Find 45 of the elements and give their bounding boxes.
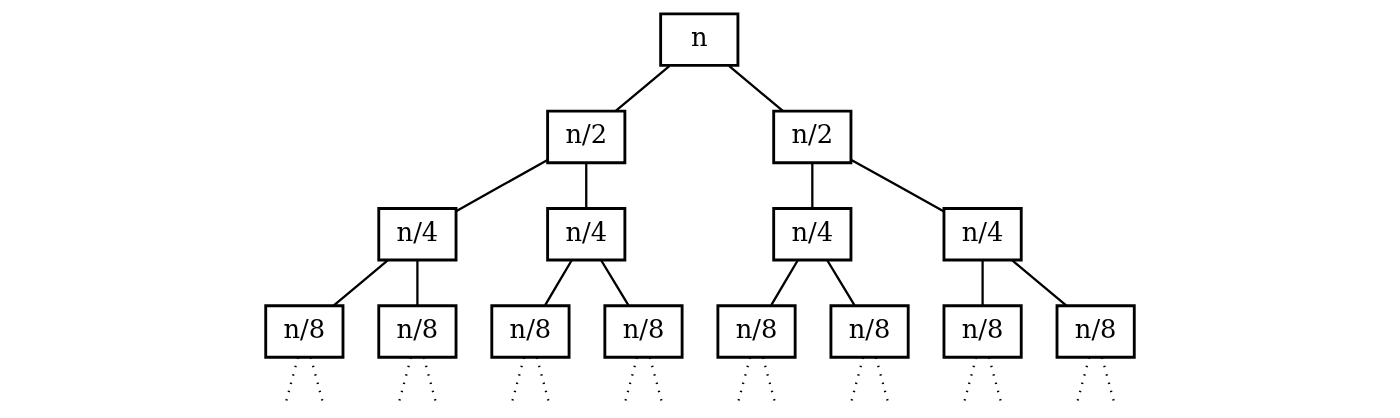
connector [309,357,325,404]
connector [761,357,777,404]
connector [1101,357,1116,404]
connector [849,357,865,404]
node-box: n/4 [546,207,627,262]
connector [826,259,856,306]
connector [988,357,1003,404]
node-box: n/8 [1055,304,1136,359]
node-box: n/8 [603,304,684,359]
connector [397,357,412,404]
connector [455,159,549,212]
connector [623,357,639,404]
connector [1075,357,1091,404]
connector [544,259,573,306]
connector [811,163,814,208]
node-box: n [659,12,740,67]
node-box: n/8 [490,304,571,359]
connector [333,259,389,307]
connector [416,260,419,306]
node-box: n/8 [377,304,458,359]
connector [615,65,671,112]
node-box: n/8 [264,304,345,359]
connector [770,259,799,306]
node-box: n/8 [942,304,1023,359]
node-box: n/2 [546,109,627,165]
connector [585,163,588,208]
connector [981,260,984,306]
node-box: n/4 [772,207,853,262]
node-box: n/8 [829,304,910,359]
connector [535,357,551,404]
node-box: n/8 [716,304,797,359]
connector [284,357,299,404]
node-box: n/4 [377,207,458,262]
connector [728,65,784,112]
connector [962,357,978,404]
connector [600,259,630,306]
connector [422,357,438,404]
node-box: n/2 [772,109,853,165]
connector [1011,259,1067,307]
connector [736,357,752,404]
node-box: n/4 [942,207,1023,262]
connector [648,357,664,404]
connector [874,357,890,404]
connector [850,158,945,213]
connector [510,357,526,404]
